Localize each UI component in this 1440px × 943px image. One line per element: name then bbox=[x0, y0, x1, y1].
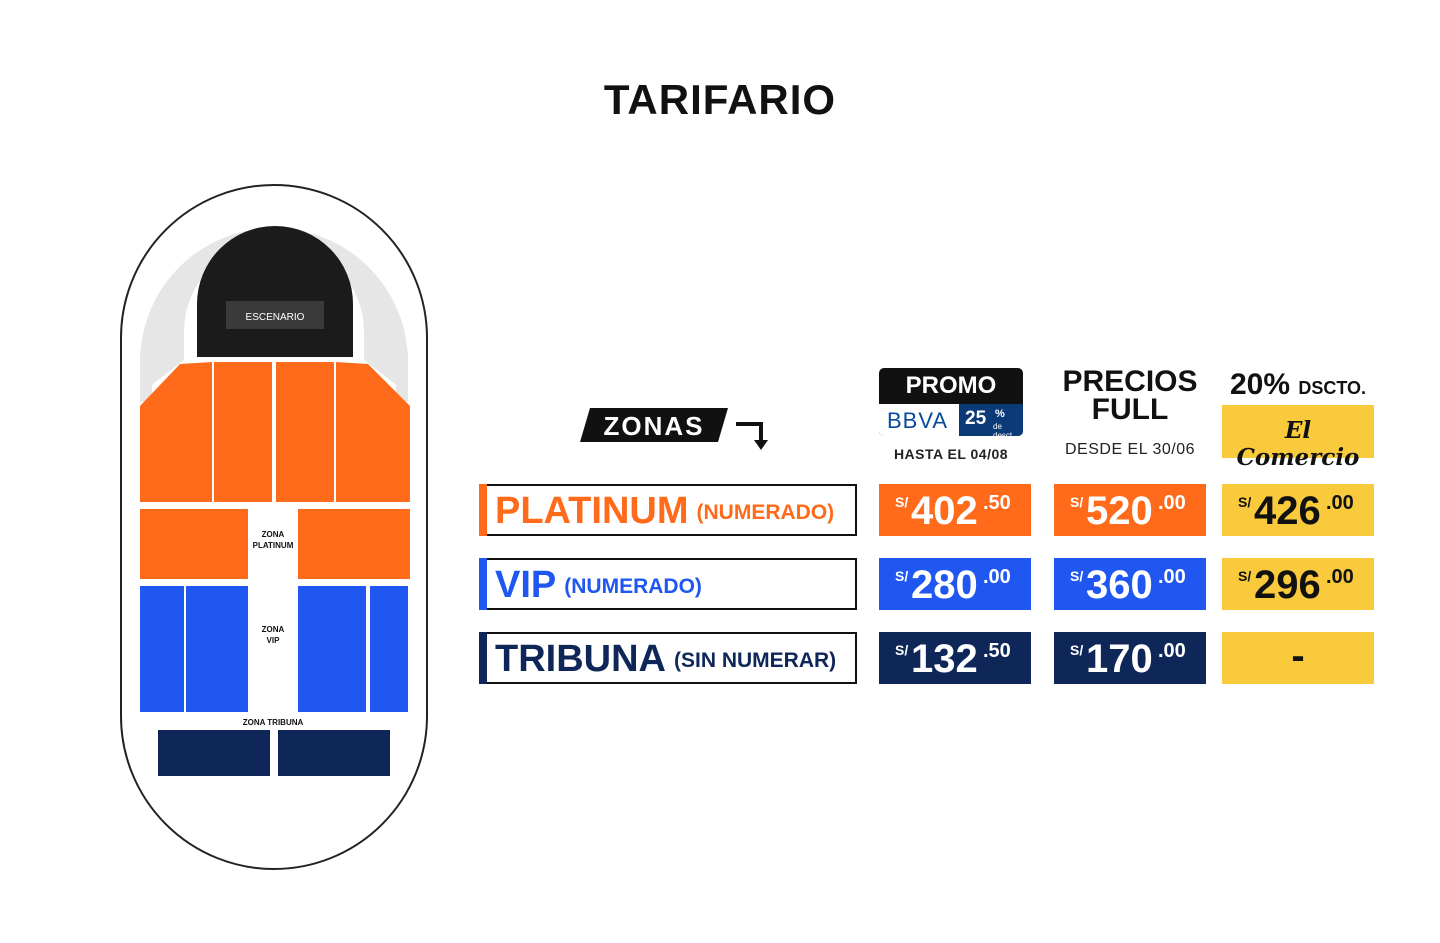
venue-map: ESCENARIO ZONA PLATINUM ZONA VIP ZONA TR… bbox=[120, 184, 428, 870]
price-decimal: .00 bbox=[1158, 566, 1186, 588]
el-comercio-text: El Comercio bbox=[1236, 417, 1360, 471]
price-full-platinum: S/520.00 bbox=[1054, 484, 1206, 536]
bbva-discount: 25 bbox=[965, 408, 987, 429]
price-decimal: .50 bbox=[983, 640, 1011, 662]
price-currency: S/ bbox=[895, 568, 909, 584]
price-dash: - bbox=[1291, 634, 1305, 678]
discount-pct: 20% bbox=[1229, 368, 1290, 401]
price-integer: 402 bbox=[911, 489, 978, 533]
bbva-text: BBVA bbox=[887, 408, 949, 433]
price-currency: S/ bbox=[1238, 494, 1252, 510]
price-discount-vip: S/296.00 bbox=[1222, 558, 1374, 610]
promo-until: HASTA EL 04/08 bbox=[893, 446, 1009, 462]
price-decimal: .00 bbox=[1326, 566, 1354, 588]
zone-row-tribuna: TRIBUNA (SIN NUMERAR) bbox=[479, 632, 857, 684]
promo-title: PROMO bbox=[905, 372, 997, 399]
bbva-discount-badge: 25 % de desct. bbox=[959, 404, 1023, 436]
zone-vip-label-1: ZONA bbox=[262, 625, 285, 634]
price-decimal: .00 bbox=[1326, 492, 1354, 514]
platinum-section-rear-left bbox=[140, 509, 248, 579]
price-currency: S/ bbox=[1070, 642, 1084, 658]
promo-header: PROMO BBVA 25 % de desct. bbox=[879, 368, 1023, 436]
price-full-tribuna: S/170.00 bbox=[1054, 632, 1206, 684]
bbva-logo: BBVA bbox=[879, 404, 959, 436]
price-decimal: .00 bbox=[983, 566, 1011, 588]
discount-header: 20% DSCTO. bbox=[1222, 368, 1374, 402]
price-currency: S/ bbox=[1070, 494, 1084, 510]
vip-section-2 bbox=[186, 586, 248, 712]
price-decimal: .50 bbox=[983, 492, 1011, 514]
tribuna-section-left bbox=[158, 730, 270, 776]
zone-name: TRIBUNA bbox=[495, 638, 666, 680]
vip-section-4 bbox=[370, 586, 408, 712]
full-line2: FULL bbox=[1091, 393, 1169, 426]
price-integer: 296 bbox=[1254, 563, 1321, 607]
price-currency: S/ bbox=[1238, 568, 1252, 584]
price-currency: S/ bbox=[1070, 568, 1084, 584]
zone-type: (NUMERADO) bbox=[564, 575, 702, 598]
price-integer: 360 bbox=[1086, 563, 1153, 607]
zone-name: PLATINUM bbox=[495, 490, 689, 532]
price-promo-vip: S/280.00 bbox=[879, 558, 1031, 610]
full-since: DESDE EL 30/06 bbox=[1064, 441, 1196, 458]
zone-type: (SIN NUMERAR) bbox=[673, 649, 837, 672]
price-promo-platinum: S/402.50 bbox=[879, 484, 1031, 536]
full-line1: PRECIOS bbox=[1062, 365, 1198, 398]
price-currency: S/ bbox=[895, 494, 909, 510]
price-integer: 520 bbox=[1086, 489, 1153, 533]
stage-label-box bbox=[226, 301, 324, 329]
zone-tribuna-label: ZONA TRIBUNA bbox=[243, 718, 304, 727]
platinum-section-rear-right bbox=[298, 509, 410, 579]
zone-row-platinum: PLATINUM (NUMERADO) bbox=[479, 484, 857, 536]
zonas-tag: ZONAS bbox=[580, 408, 728, 442]
vip-section-1 bbox=[140, 586, 184, 712]
price-integer: 426 bbox=[1254, 489, 1321, 533]
discount-label: DSCTO. bbox=[1298, 378, 1367, 398]
price-discount-tribuna: - bbox=[1222, 632, 1374, 684]
price-integer: 280 bbox=[911, 563, 978, 607]
vip-section-3 bbox=[298, 586, 366, 712]
platinum-section-right-outer bbox=[336, 362, 410, 502]
zone-row-vip: VIP (NUMERADO) bbox=[479, 558, 857, 610]
zone-type: (NUMERADO) bbox=[696, 501, 835, 524]
arrow-down-right-icon bbox=[736, 422, 768, 450]
price-decimal: .00 bbox=[1158, 492, 1186, 514]
price-currency: S/ bbox=[895, 642, 909, 658]
zone-platinum-label-2: PLATINUM bbox=[253, 541, 294, 550]
zone-platinum-label-1: ZONA bbox=[262, 530, 285, 539]
zonas-label: ZONAS bbox=[603, 411, 705, 441]
platinum-section-right-inner bbox=[276, 362, 334, 502]
platinum-section-left-outer bbox=[140, 362, 212, 502]
page-title: TARIFARIO bbox=[603, 76, 837, 123]
price-decimal: .00 bbox=[1158, 640, 1186, 662]
el-comercio-logo: El Comercio bbox=[1222, 405, 1374, 471]
platinum-section-left-inner bbox=[214, 362, 272, 502]
price-promo-tribuna: S/132.50 bbox=[879, 632, 1031, 684]
full-header: PRECIOS FULL bbox=[1054, 365, 1206, 426]
price-integer: 132 bbox=[911, 637, 978, 681]
price-discount-platinum: S/426.00 bbox=[1222, 484, 1374, 536]
price-full-vip: S/360.00 bbox=[1054, 558, 1206, 610]
tribuna-section-right bbox=[278, 730, 390, 776]
stage-label: ESCENARIO bbox=[246, 312, 305, 323]
zone-vip-label-2: VIP bbox=[267, 636, 281, 645]
price-integer: 170 bbox=[1086, 637, 1153, 681]
bbva-discount-sub: de desct. bbox=[993, 422, 1015, 436]
zone-name: VIP bbox=[495, 564, 557, 606]
bbva-discount-pct: % bbox=[995, 408, 1005, 420]
